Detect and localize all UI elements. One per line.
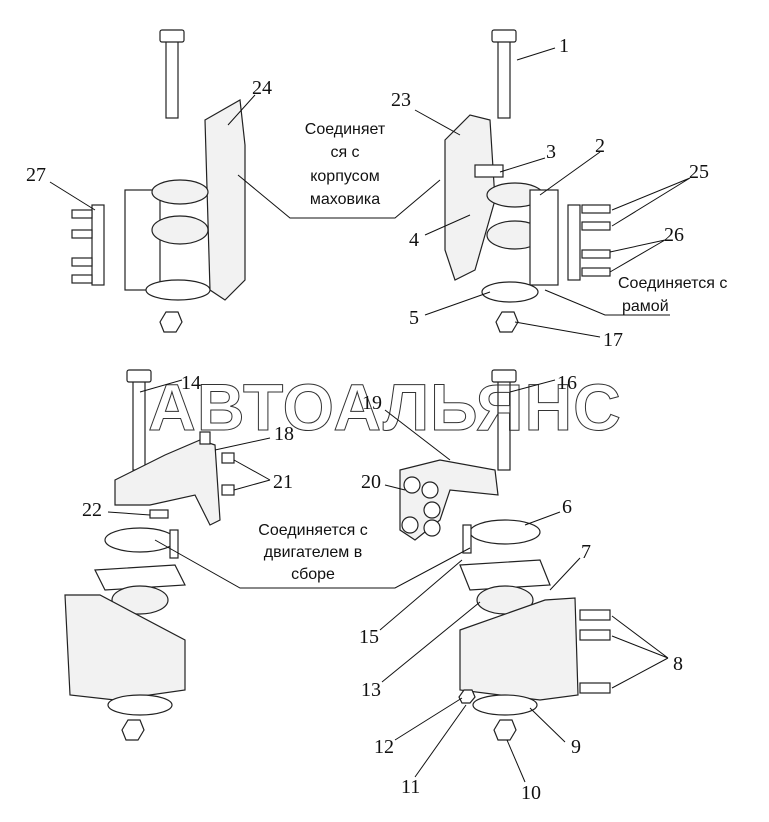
flywheel-bracket (204, 99, 246, 301)
callout-24: 24 (252, 77, 272, 99)
callout-22: 22 (82, 499, 102, 521)
callout-15: 15 (359, 626, 379, 648)
bottom-right-mount-assembly (399, 369, 611, 741)
callout-13: 13 (361, 679, 381, 701)
callout-1: 1 (559, 35, 569, 57)
top-left-mount-assembly (71, 29, 246, 333)
washer (104, 527, 176, 553)
callout-12: 12 (374, 736, 394, 758)
callout-7: 7 (581, 541, 591, 563)
svg-text:Соединяется с: Соединяется с (618, 275, 727, 292)
callout-5: 5 (409, 307, 419, 329)
callout-25: 25 (689, 161, 709, 183)
svg-text:корпусом: корпусом (310, 168, 380, 185)
callout-26: 26 (664, 224, 684, 246)
svg-text:двигателем в: двигателем в (264, 544, 363, 561)
callout-8: 8 (673, 653, 683, 675)
note-engine: Соединяется с двигателем в сборе (258, 522, 367, 583)
callout-16: 16 (557, 372, 577, 394)
leader-lines (49, 47, 691, 783)
engine-bracket (114, 439, 221, 526)
callout-numbers: 1 2 3 4 5 6 7 8 9 10 11 12 13 14 15 16 1… (26, 35, 709, 804)
flywheel-bracket (444, 114, 496, 281)
callout-11: 11 (401, 776, 420, 798)
callout-21: 21 (273, 471, 293, 493)
watermark: АВТОАЛЬЯНС (148, 370, 622, 444)
engine-bracket (399, 459, 499, 541)
svg-text:Соединяется с: Соединяется с (258, 522, 367, 539)
nut (159, 311, 183, 333)
top-right-mount-assembly (444, 29, 611, 333)
svg-text:сборе: сборе (291, 566, 335, 583)
svg-text:Соединяет: Соединяет (305, 121, 386, 138)
callout-14: 14 (181, 372, 201, 394)
svg-text:рамой: рамой (622, 298, 669, 315)
callout-6: 6 (562, 496, 572, 518)
callout-9: 9 (571, 736, 581, 758)
callout-3: 3 (546, 141, 556, 163)
callout-23: 23 (391, 89, 411, 111)
callout-19: 19 (362, 392, 382, 414)
callout-17: 17 (603, 329, 623, 351)
washer (145, 279, 211, 301)
bolt-long (165, 39, 179, 119)
frame-bracket (459, 597, 579, 701)
callout-18: 18 (274, 423, 294, 445)
callout-2: 2 (595, 135, 605, 157)
callout-10: 10 (521, 782, 541, 804)
callout-20: 20 (361, 471, 381, 493)
note-flywheel: Соединяет ся с корпусом маховика (305, 121, 386, 208)
callout-27: 27 (26, 164, 46, 186)
svg-text:маховика: маховика (310, 191, 380, 208)
mount-plate (124, 189, 161, 291)
note-frame: Соединяется с рамой (618, 275, 727, 315)
frame-bracket (64, 594, 186, 701)
callout-4: 4 (409, 229, 419, 251)
side-plate (91, 204, 105, 286)
svg-text:ся с: ся с (330, 144, 359, 161)
bottom-left-mount-assembly (64, 369, 235, 741)
